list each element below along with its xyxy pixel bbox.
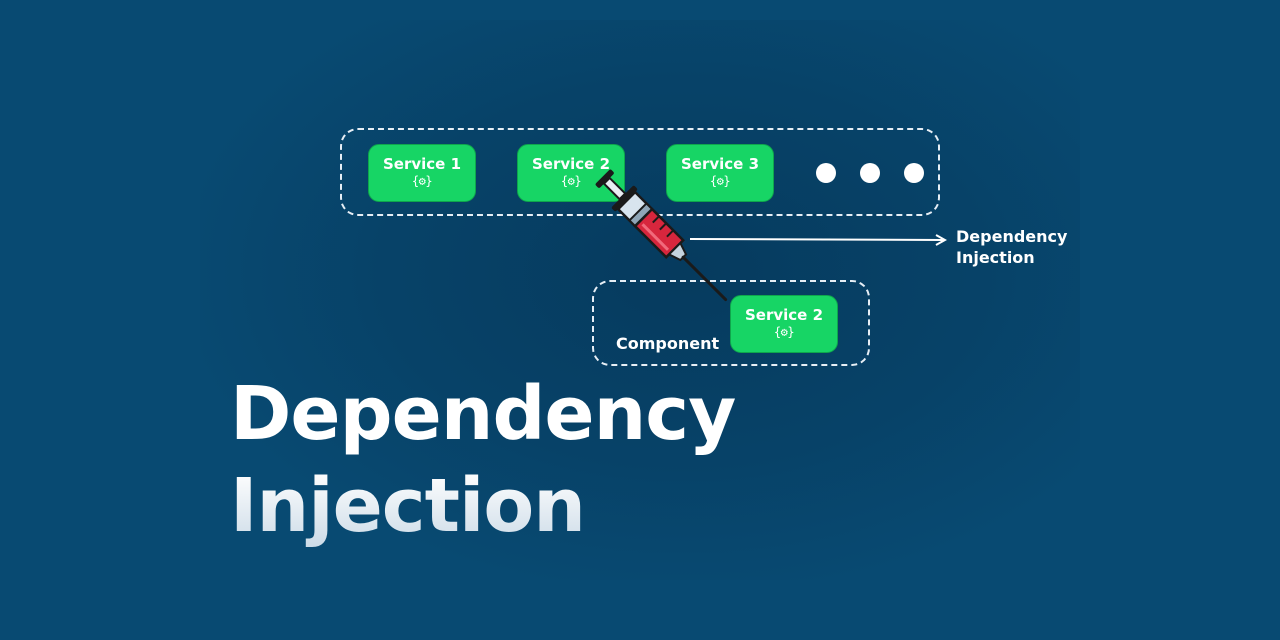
dependency-injection-label-line1: Dependency xyxy=(956,227,1068,246)
gear-icon: {⚙} xyxy=(709,174,731,188)
dependency-injection-label: Dependency Injection xyxy=(956,226,1076,268)
gear-icon: {⚙} xyxy=(773,325,795,339)
service-2-label: Service 2 xyxy=(531,155,611,173)
syringe-icon xyxy=(595,169,728,302)
service-3-label: Service 3 xyxy=(680,155,760,173)
gear-icon: {⚙} xyxy=(560,174,582,188)
ellipsis-dot-1 xyxy=(816,163,836,183)
page-title: Dependency Injection xyxy=(230,368,735,552)
service-2-box: Service 2 {⚙} xyxy=(517,144,625,202)
background-glow xyxy=(200,20,1080,580)
service-1-box: Service 1 {⚙} xyxy=(368,144,476,202)
service-3-box: Service 3 {⚙} xyxy=(666,144,774,202)
injection-arrow xyxy=(689,239,944,240)
component-container xyxy=(592,280,870,366)
service-1-label: Service 1 xyxy=(382,155,462,173)
component-label: Component xyxy=(616,334,720,353)
injected-service-box: Service 2 {⚙} xyxy=(730,295,838,353)
injected-service-label: Service 2 xyxy=(744,306,824,324)
dependency-injection-label-line2: Injection xyxy=(956,248,1035,267)
gear-icon: {⚙} xyxy=(411,174,433,188)
ellipsis-dot-3 xyxy=(904,163,924,183)
page-title-line1: Dependency xyxy=(230,371,736,457)
ellipsis-dot-2 xyxy=(860,163,880,183)
page-title-line2: Injection xyxy=(230,463,585,549)
